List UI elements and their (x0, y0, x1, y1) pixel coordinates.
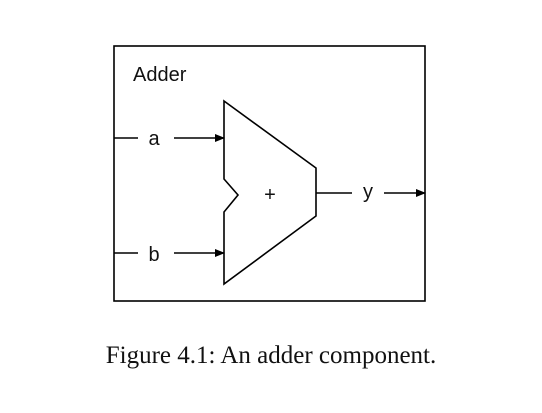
input-a-label: a (148, 128, 160, 150)
output-y-label: y (363, 181, 373, 203)
input-b-label: b (148, 244, 159, 266)
adder-shape (223, 99, 317, 286)
component-title: Adder (133, 64, 187, 86)
figure-caption: Figure 4.1: An adder component. (105, 342, 437, 369)
component-box (113, 45, 426, 302)
adder-operator: + (264, 184, 276, 206)
